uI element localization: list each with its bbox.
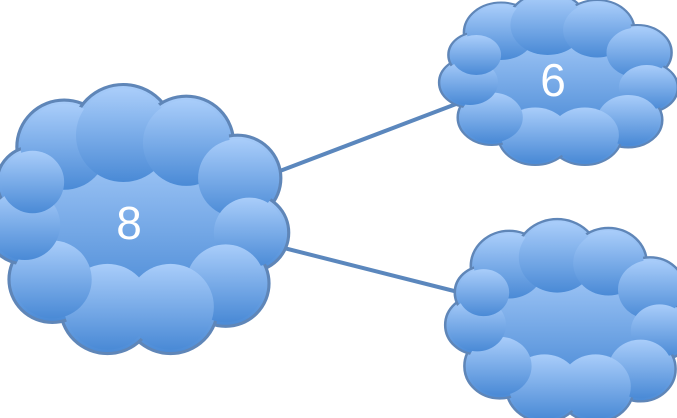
cloud-node-root <box>0 82 291 356</box>
cloud-label-root: 8 <box>116 197 142 249</box>
cloud-node-bottom-child <box>443 217 677 418</box>
cloud-node-top-child <box>437 0 677 167</box>
edge-root-to-top-child <box>271 99 465 176</box>
cloud-label-top-child: 6 <box>540 54 566 106</box>
edge-root-to-bottom-child <box>271 243 467 296</box>
